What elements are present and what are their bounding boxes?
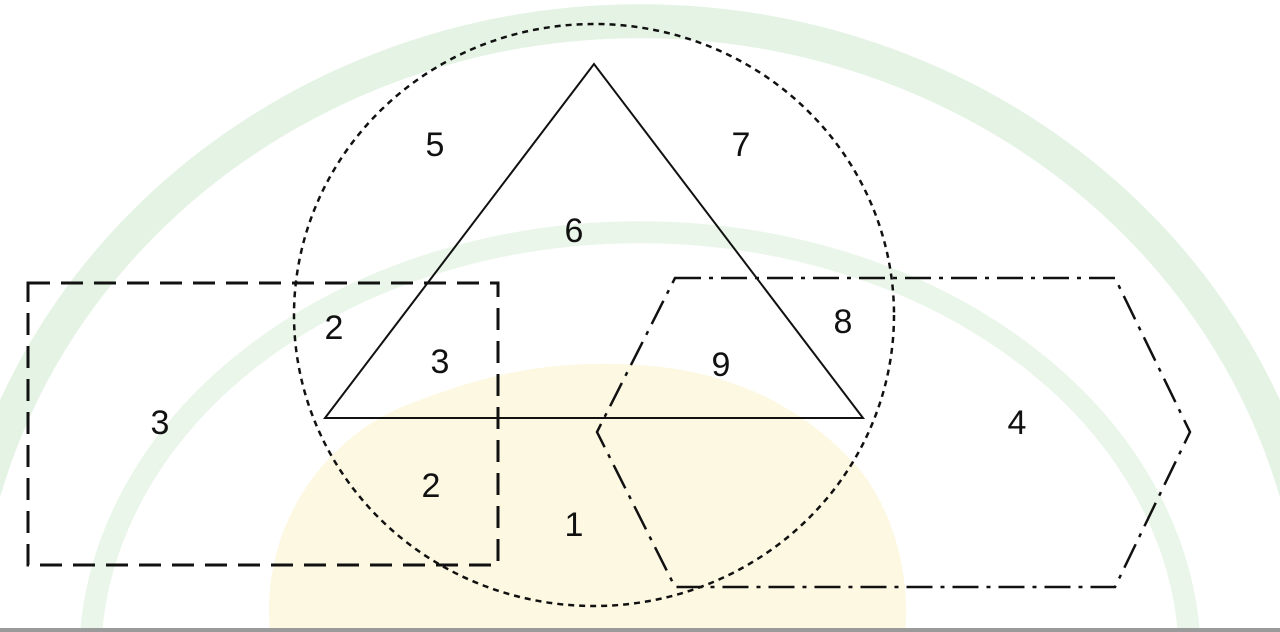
watermark-logo (0, 4, 1280, 632)
watermark-emblem (269, 363, 907, 632)
label-circle-right: 8 (834, 303, 853, 341)
dashed-rectangle (26, 281, 500, 567)
solid-triangle (322, 62, 866, 419)
dashdot-hexagon (595, 276, 1192, 589)
label-circle-rect-lower: 2 (422, 467, 441, 505)
bottom-edge-strip (0, 628, 1280, 632)
label-hexagon-right: 4 (1008, 404, 1027, 442)
label-triangle-hexagon: 9 (712, 346, 731, 384)
label-triangle-rect: 3 (431, 343, 450, 381)
label-rect-left: 3 (151, 404, 170, 442)
label-triangle-top: 6 (565, 212, 584, 250)
watermark-arc-inner (80, 221, 1200, 632)
dotted-circle (292, 22, 896, 608)
label-circle-top-left: 5 (426, 126, 445, 164)
label-circle-top-right: 7 (732, 126, 751, 164)
watermark-arc-outer (0, 4, 1280, 498)
label-circle-bottom: 1 (565, 506, 584, 544)
label-circle-left-upper: 2 (325, 309, 344, 347)
